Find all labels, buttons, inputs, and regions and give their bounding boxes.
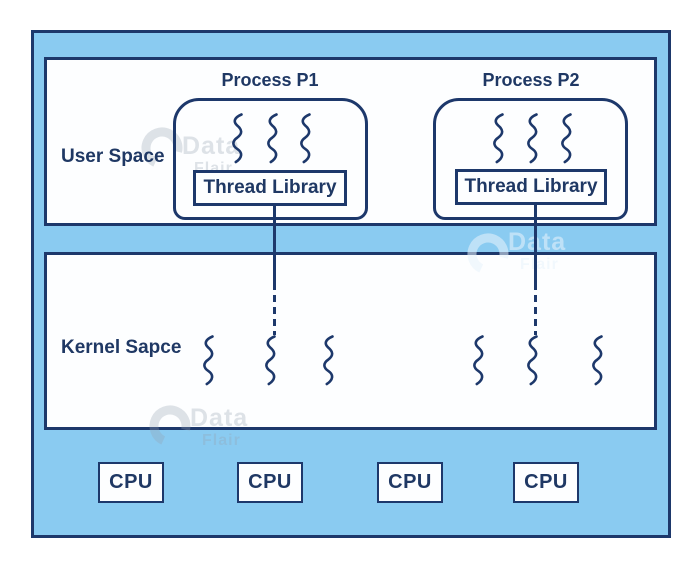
process-p1-label: Process P1 (221, 70, 319, 90)
user-space-label: User Space (61, 146, 165, 167)
user-thread-icon (230, 112, 244, 164)
cpu-box: CPU (237, 462, 303, 503)
p1-kernel-connector-dashed (273, 283, 276, 335)
cpu-box: CPU (513, 462, 579, 503)
kernel-thread-icon (263, 334, 277, 386)
user-thread-icon (298, 112, 312, 164)
user-thread-icon (525, 112, 539, 164)
user-thread-icon (559, 112, 573, 164)
process-p2-label: Process P2 (482, 70, 580, 90)
user-thread-icon (265, 112, 279, 164)
thread-library-p2: Thread Library (455, 169, 607, 205)
kernel-space-label: Kernel Sapce (61, 337, 182, 358)
p2-kernel-connector-solid (534, 205, 537, 283)
process-p2-box (433, 98, 628, 220)
p1-kernel-connector-solid (273, 205, 276, 283)
kernel-thread-icon (201, 334, 215, 386)
kernel-thread-icon (525, 334, 539, 386)
kernel-thread-icon (321, 334, 335, 386)
thread-library-p1: Thread Library (193, 170, 347, 206)
cpu-box: CPU (98, 462, 164, 503)
p2-kernel-connector-dashed (534, 283, 537, 335)
kernel-thread-icon (471, 334, 485, 386)
cpu-box: CPU (377, 462, 443, 503)
kernel-thread-icon (590, 334, 604, 386)
user-thread-icon (491, 112, 505, 164)
